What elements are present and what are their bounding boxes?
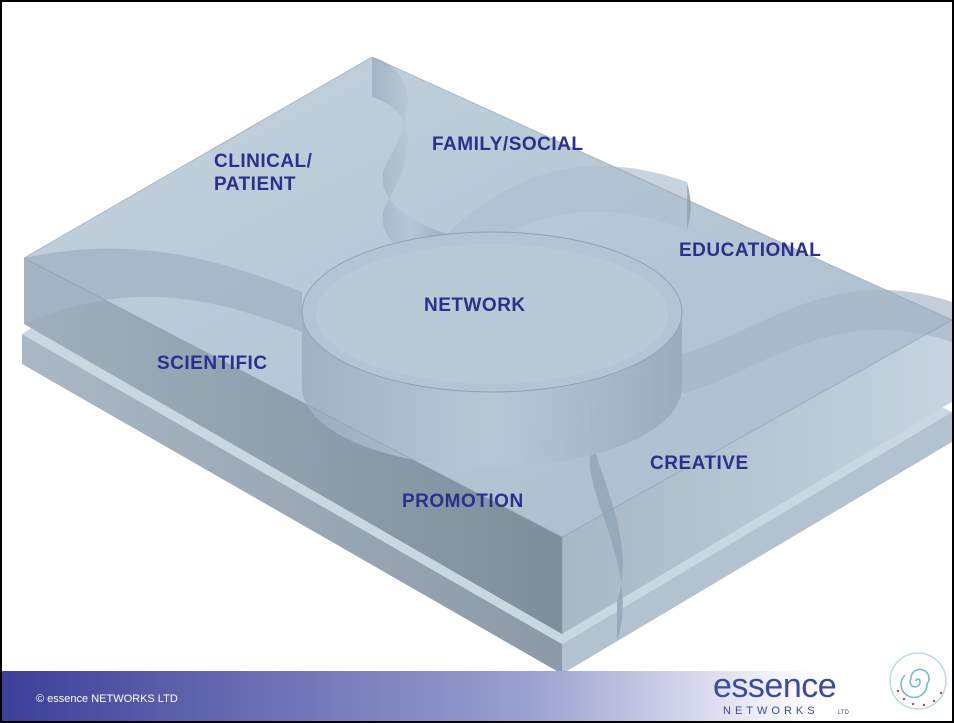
brand-name: essence: [713, 667, 837, 705]
footer-gradient-bar: [2, 671, 952, 721]
divider-walls: [24, 57, 952, 642]
label-network: NETWORK: [424, 295, 526, 316]
label-scientific: SCIENTIFIC: [157, 353, 268, 374]
label-creative: CREATIVE: [650, 453, 749, 474]
slab-front-face: [24, 258, 562, 634]
spiral-logo-icon: [889, 652, 947, 710]
copyright-text: © essence NETWORKS LTD: [36, 693, 178, 705]
slab-edges: [23, 56, 952, 634]
brand-subtitle: NETWORKS: [723, 705, 819, 717]
network-cylinder: [301, 231, 683, 467]
label-promotion: PROMOTION: [402, 491, 524, 512]
slab-right-face: [562, 320, 952, 634]
label-family-social: FAMILY/SOCIAL: [432, 134, 584, 155]
label-clinical-line1: CLINICAL/: [214, 151, 313, 172]
brand-suffix: LTD: [838, 710, 849, 716]
label-clinical-line2: PATIENT: [214, 174, 296, 195]
label-clinical-patient: CLINICAL/ PATIENT: [214, 150, 312, 196]
label-educational: EDUCATIONAL: [679, 240, 822, 261]
